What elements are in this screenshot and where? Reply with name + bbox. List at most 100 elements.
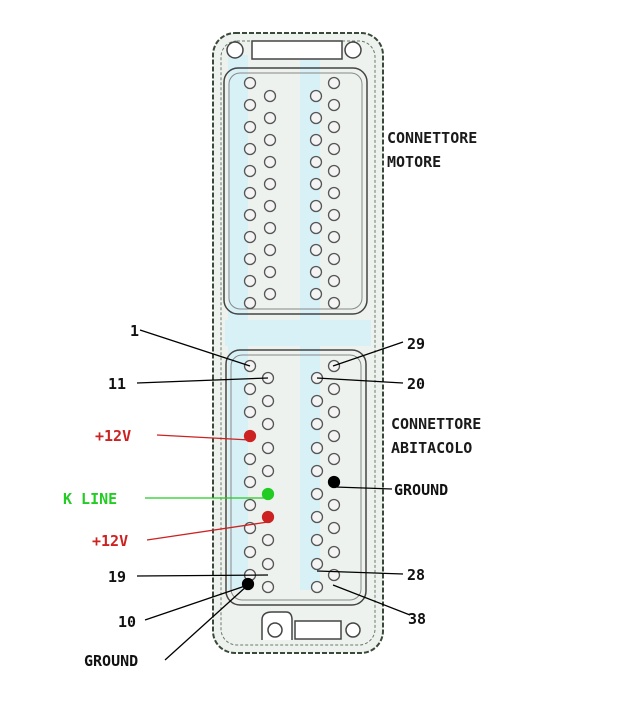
pin-label-38: 38 xyxy=(408,610,426,628)
cabin-pin xyxy=(243,382,257,396)
cabin-pin xyxy=(310,441,324,455)
cabin-pin xyxy=(261,394,275,408)
engine-connector-inner xyxy=(228,72,363,310)
engine-pin xyxy=(263,221,277,235)
pin-label-29: 29 xyxy=(407,335,425,353)
cabin-pin xyxy=(327,498,341,512)
leader-pin-29 xyxy=(332,341,404,367)
cabin-pin xyxy=(310,580,324,594)
engine-pin xyxy=(309,199,323,213)
cabin-pin xyxy=(310,557,324,571)
cabin-pin xyxy=(261,557,275,571)
engine-pin xyxy=(243,252,257,266)
leader-pin-20 xyxy=(316,377,404,384)
engine-pin xyxy=(309,111,323,125)
leader-ground-bottom xyxy=(164,584,249,661)
engine-pin xyxy=(327,186,341,200)
cabin-pin xyxy=(261,580,275,594)
engine-pin xyxy=(309,265,323,279)
engine-pin xyxy=(263,177,277,191)
cabin-pin xyxy=(310,417,324,431)
cabin-pin xyxy=(261,533,275,547)
pin-label-19: 19 xyxy=(108,568,126,586)
leader-pin-11 xyxy=(136,377,269,384)
engine-pin xyxy=(327,120,341,134)
cabin-pin xyxy=(261,441,275,455)
signal-label-plus12-b: +12V xyxy=(92,532,128,550)
cabin-connector-inner xyxy=(230,354,362,601)
cabin-pin-highlighted xyxy=(327,475,341,489)
engine-pin xyxy=(263,111,277,125)
engine-pin xyxy=(309,287,323,301)
engine-pin xyxy=(263,155,277,169)
cabin-pin xyxy=(243,405,257,419)
engine-pin xyxy=(263,243,277,257)
engine-pin xyxy=(327,296,341,310)
top-latch-slot xyxy=(251,40,343,60)
leader-plus12-b xyxy=(146,521,269,541)
pin-label-28: 28 xyxy=(407,566,425,584)
engine-pin xyxy=(263,287,277,301)
cabin-pin xyxy=(327,382,341,396)
pin-label-1: 1 xyxy=(130,322,139,340)
cabin-pin xyxy=(327,429,341,443)
engine-pin xyxy=(327,274,341,288)
cabin-connector-pins xyxy=(241,359,341,594)
cabin-pin-highlighted xyxy=(261,510,275,524)
cabin-pin-highlighted xyxy=(243,429,257,443)
cabin-pin xyxy=(327,405,341,419)
engine-pin xyxy=(327,164,341,178)
housing-channels xyxy=(225,55,371,590)
leader-pin-38 xyxy=(332,584,411,616)
engine-connector-pins xyxy=(243,76,341,310)
engine-pin xyxy=(243,76,257,90)
cabin-connector-label-line1: CONNETTORE xyxy=(391,415,481,433)
leader-pin-1 xyxy=(139,329,251,367)
engine-pin xyxy=(327,230,341,244)
cabin-pin xyxy=(310,394,324,408)
bottom-latch-slot xyxy=(294,620,342,640)
cabin-pin xyxy=(243,498,257,512)
cabin-pin xyxy=(310,464,324,478)
pin-label-10: 10 xyxy=(118,613,136,631)
leader-lines xyxy=(136,329,411,661)
mounting-hole-bottom-right xyxy=(345,622,361,638)
engine-pin xyxy=(263,265,277,279)
engine-pin xyxy=(309,155,323,169)
engine-pin xyxy=(243,164,257,178)
engine-pin xyxy=(243,208,257,222)
cabin-pin xyxy=(243,475,257,489)
leader-pin-28 xyxy=(316,570,404,575)
engine-pin xyxy=(243,186,257,200)
cabin-pin xyxy=(327,452,341,466)
cabin-pin xyxy=(310,487,324,501)
cabin-pin xyxy=(327,521,341,535)
engine-pin xyxy=(309,243,323,257)
engine-pin xyxy=(263,89,277,103)
cabin-pin xyxy=(310,510,324,524)
engine-pin xyxy=(309,177,323,191)
leader-plus12-a xyxy=(156,434,251,441)
leader-pin-10 xyxy=(144,584,249,621)
cabin-pin xyxy=(243,452,257,466)
engine-pin xyxy=(327,208,341,222)
mounting-hole-top-right xyxy=(344,41,362,59)
engine-connector-label-line2: MOTORE xyxy=(387,153,441,171)
cabin-connector-block xyxy=(225,349,367,606)
pin-label-11: 11 xyxy=(108,375,126,393)
cabin-pin xyxy=(261,464,275,478)
cabin-connector-label-line2: ABITACOLO xyxy=(391,439,472,457)
leader-pin-19 xyxy=(136,574,269,577)
engine-pin xyxy=(327,142,341,156)
engine-pin xyxy=(327,98,341,112)
engine-pin xyxy=(327,76,341,90)
cabin-pin xyxy=(261,417,275,431)
engine-pin xyxy=(243,274,257,288)
cabin-pin xyxy=(327,545,341,559)
mounting-hole-bottom-left xyxy=(267,622,283,638)
cabin-pin xyxy=(310,533,324,547)
engine-pin xyxy=(263,133,277,147)
signal-label-ground-right: GROUND xyxy=(394,481,448,499)
engine-pin xyxy=(243,98,257,112)
